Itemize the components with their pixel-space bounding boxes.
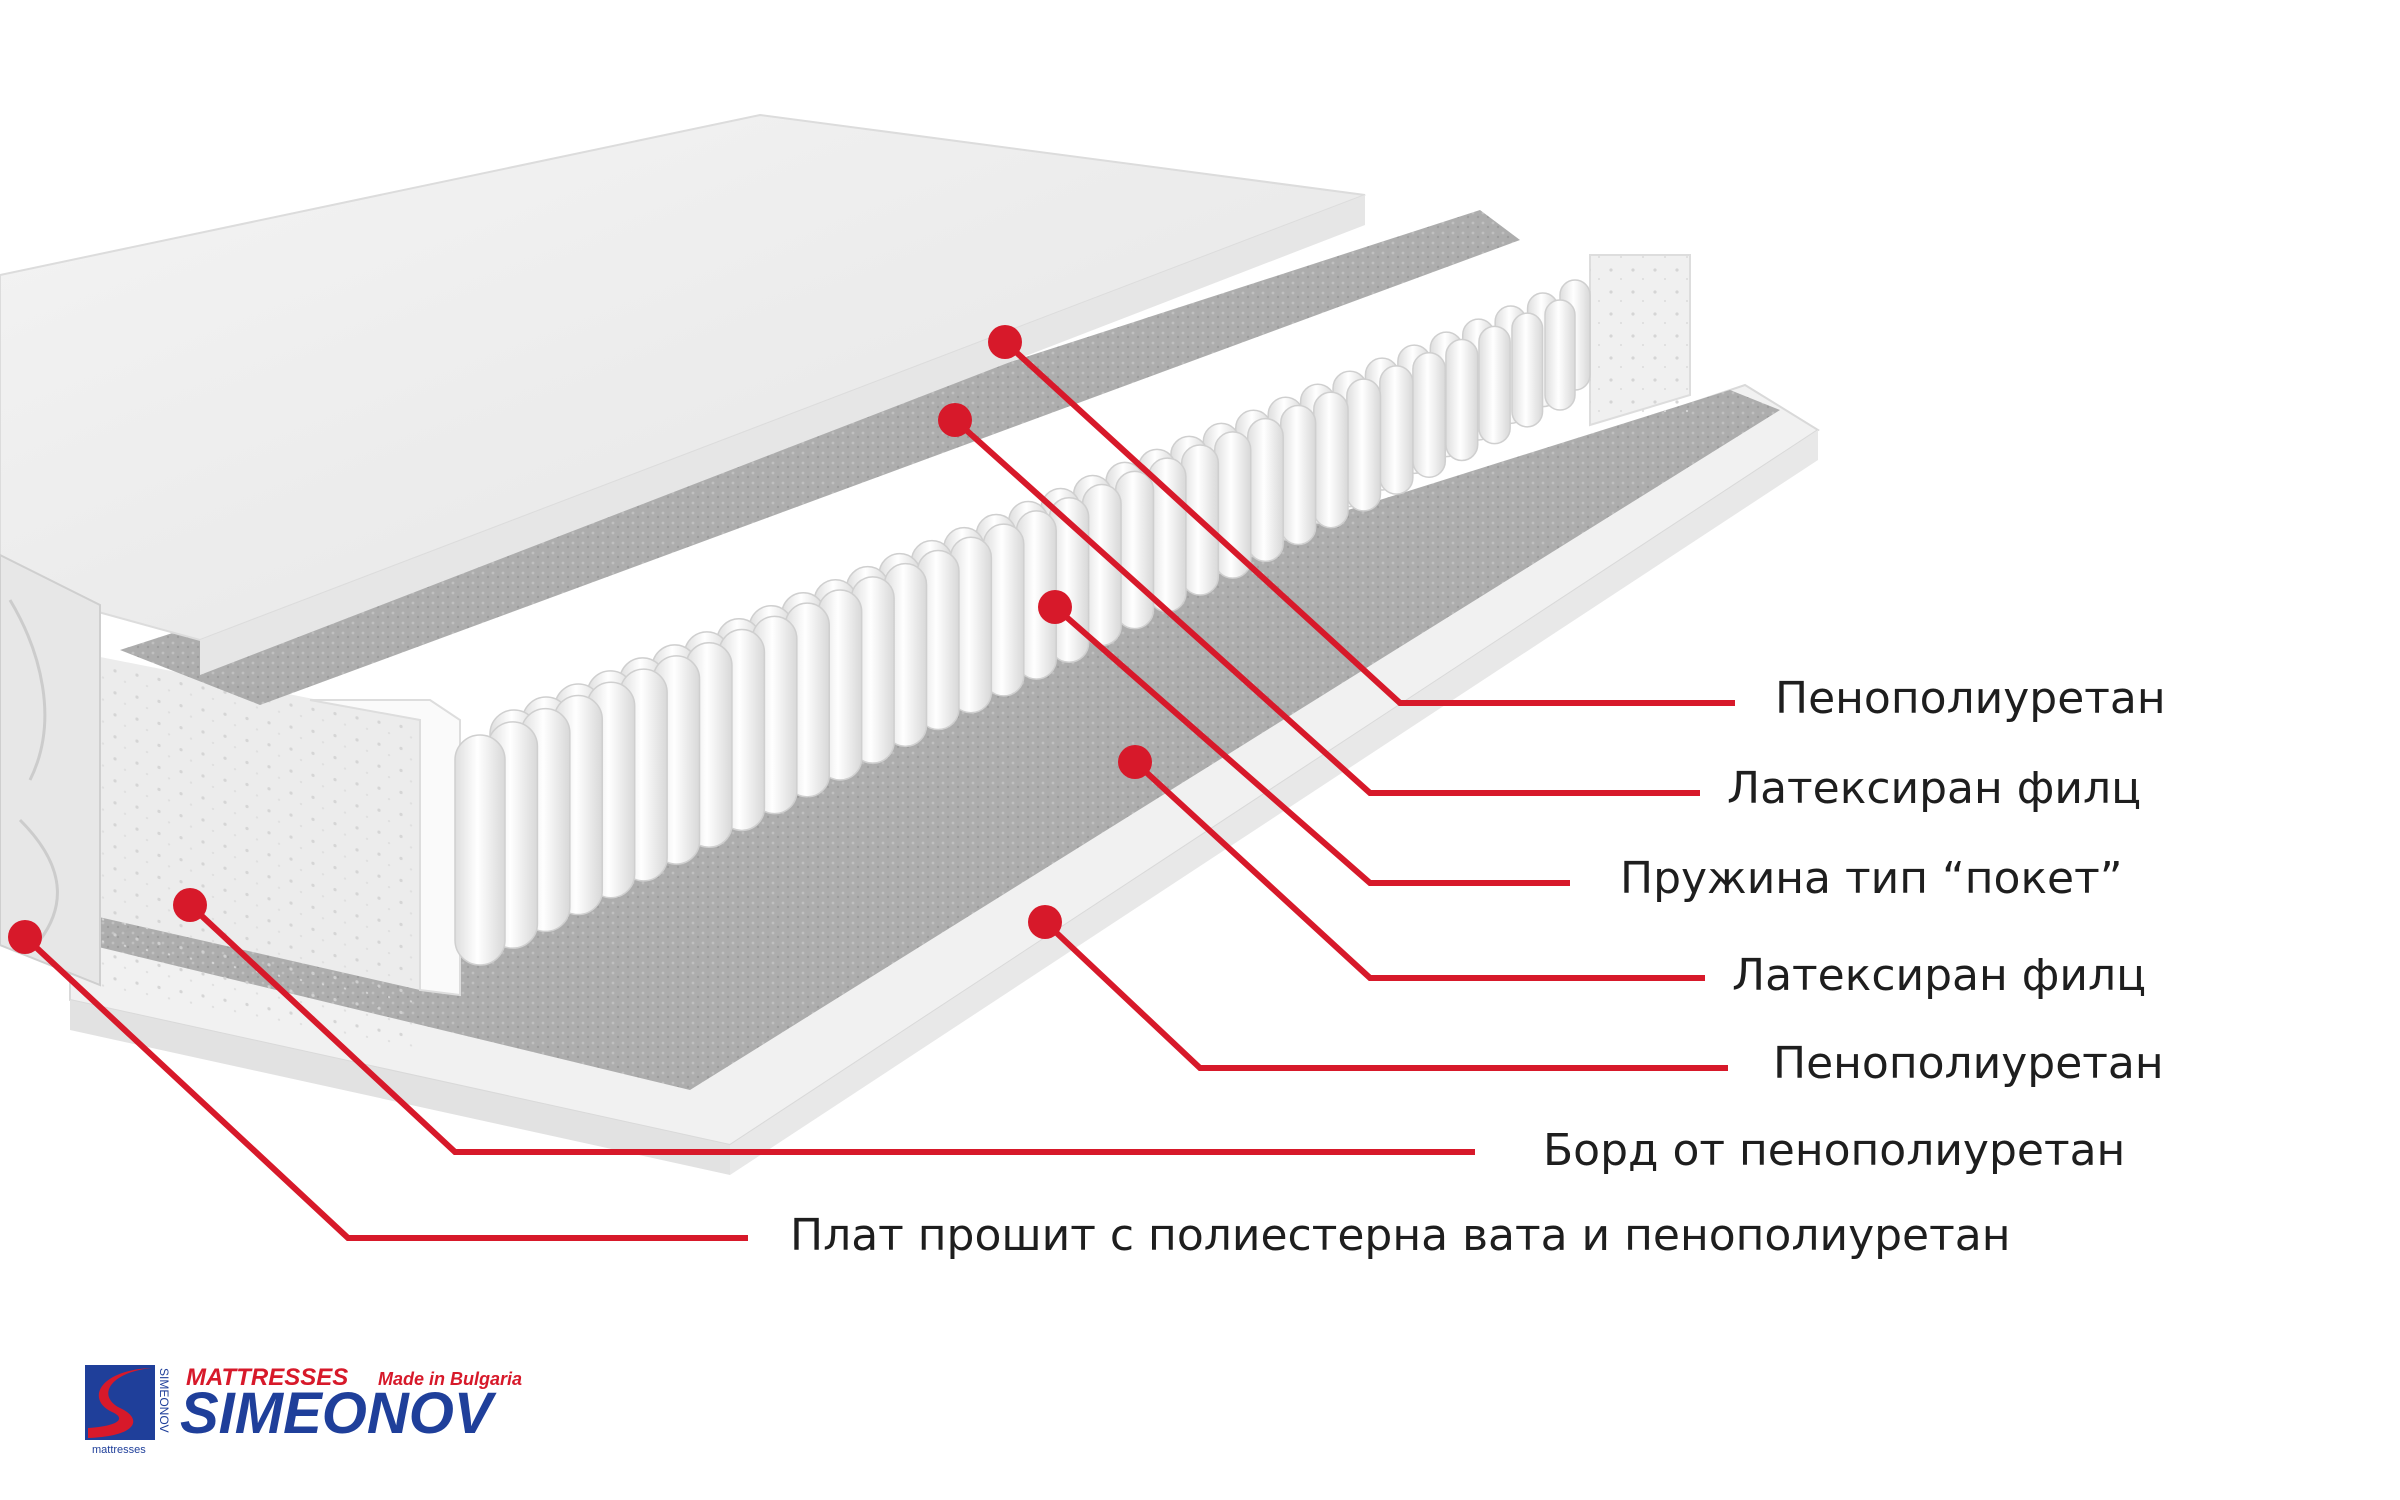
pocket-spring [1478, 325, 1511, 445]
top-felt-layer [120, 210, 1520, 705]
pocket-springs [454, 279, 1591, 966]
logo-s-swoosh [88, 1368, 152, 1438]
leader-line [187, 902, 1475, 1155]
leader-marker [1118, 745, 1152, 779]
label-quilted-cover: Плат прошит с полиестерна вата и пенопол… [790, 1210, 2010, 1261]
label-bottom-foam: Пенополиуретан [1773, 1038, 2164, 1089]
leader-marker [1038, 590, 1072, 624]
pocket-spring [1544, 299, 1576, 411]
pocket-spring [1511, 312, 1544, 428]
leader-marker [938, 403, 972, 437]
logo-small-bottom: mattresses [92, 1444, 146, 1456]
pocket-spring [1412, 351, 1447, 479]
label-foam-border: Борд от пенополиуретан [1543, 1125, 2125, 1176]
pocket-spring [1213, 431, 1252, 579]
quilted-cover-side [0, 553, 101, 987]
pocket-spring [454, 734, 506, 966]
mattress-illustration [0, 113, 1820, 1175]
logo-line1: MATTRESSES [186, 1364, 348, 1391]
pocket-spring [1313, 391, 1349, 529]
pocket-spring [1246, 417, 1284, 563]
logo-tagline: Made in Bulgaria [378, 1369, 522, 1389]
leader-line [1053, 604, 1570, 886]
leader-line [1132, 759, 1705, 981]
pocket-spring [1445, 338, 1479, 462]
leader-line [952, 417, 1700, 796]
label-top-felt: Латексиран филц [1727, 763, 2141, 814]
leader-lines [8, 325, 1735, 1241]
logo-brand-name: SIMEONOV [180, 1381, 497, 1446]
leader-line [1042, 919, 1728, 1071]
leader-marker [173, 888, 207, 922]
leader-line [22, 934, 748, 1241]
leader-marker [8, 920, 42, 954]
layer-labels: Пенополиуретан Латексиран филц Пружина т… [790, 673, 2166, 1261]
label-bottom-felt: Латексиран филц [1732, 950, 2146, 1001]
pocket-spring [1346, 378, 1382, 512]
leader-marker [988, 325, 1022, 359]
simeonov-logo: SIMEONOV mattresses MATTRESSES Made in B… [85, 1364, 522, 1456]
label-pocket-springs: Пружина тип “покет” [1620, 853, 2123, 904]
pocket-spring [1280, 404, 1317, 546]
label-top-foam: Пенополиуретан [1775, 673, 2166, 724]
leader-marker [1028, 905, 1062, 939]
leader-line [1002, 339, 1735, 706]
pocket-spring [1379, 365, 1414, 495]
logo-vertical-text: SIMEONOV [157, 1368, 171, 1433]
